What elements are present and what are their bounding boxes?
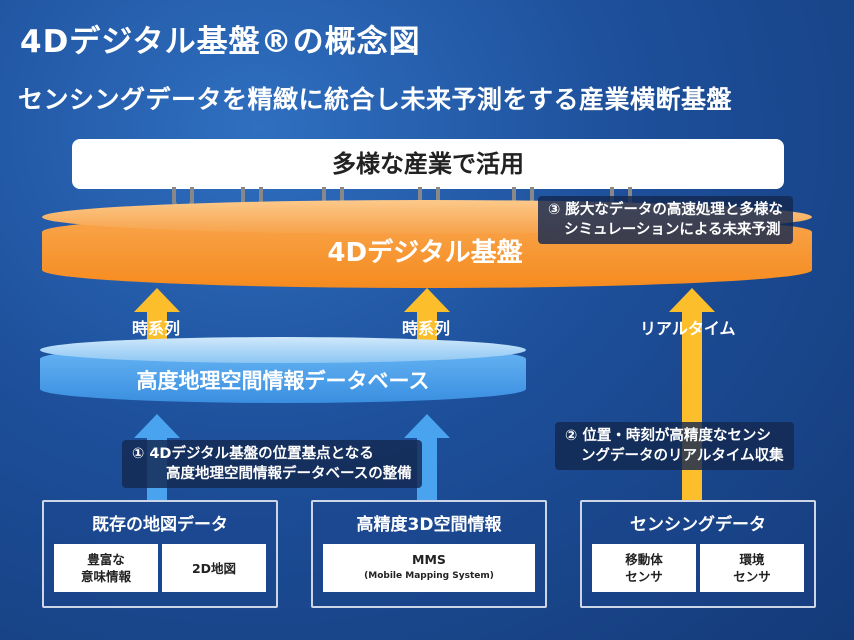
database-label: 高度地理空間情報データベース: [136, 369, 430, 393]
industry-usage-box: 多様な産業で活用: [72, 139, 784, 189]
note-line: ③ 膨大なデータの高速処理と多様な: [548, 202, 783, 218]
arrow-label-timeseries: 時系列: [132, 319, 181, 338]
platform-label: 4Dデジタル基盤: [327, 238, 523, 268]
note-line: ① 4Dデジタル基盤の位置基点となる: [132, 446, 374, 462]
note-line: ングデータのリアルタイム収集: [581, 448, 784, 464]
source-title: 既存の地図データ: [92, 515, 228, 535]
note-line: 高度地理空間情報データベースの整備: [166, 466, 412, 482]
cell-main: MMS: [412, 552, 446, 567]
arrow-up-icon: [404, 414, 450, 500]
arrow-label-timeseries: 時系列: [402, 319, 451, 338]
source-title: センシングデータ: [630, 515, 766, 535]
source-3d-spatial: 高精度3D空間情報 MMS (Mobile Mapping System): [311, 500, 547, 608]
arrow-up-icon: [134, 288, 180, 342]
note-database-maintenance: ① 4Dデジタル基盤の位置基点となる 高度地理空間情報データベースの整備: [122, 440, 422, 488]
page-subtitle: センシングデータを精緻に統合し未来予測をする産業横断基盤: [18, 85, 733, 114]
source-cell: 環境 センサ: [700, 544, 804, 592]
cell-sub: (Mobile Mapping System): [364, 571, 494, 581]
arrow-up-icon: [669, 288, 715, 500]
source-cell: 2D地図: [162, 544, 266, 592]
note-line: シミュレーションによる未来予測: [564, 222, 781, 238]
source-title: 高精度3D空間情報: [356, 515, 502, 535]
arrow-label-realtime: リアルタイム: [640, 319, 736, 338]
note-line: ② 位置・時刻が高精度なセンシ: [565, 428, 771, 444]
note-realtime-collection: ② 位置・時刻が高精度なセンシ ングデータのリアルタイム収集: [555, 422, 794, 470]
source-cell: 移動体 センサ: [592, 544, 696, 592]
arrow-up-icon: [404, 288, 450, 342]
source-existing-map: 既存の地図データ 豊富な 意味情報 2D地図: [42, 500, 278, 608]
source-sensing-data: センシングデータ 移動体 センサ 環境 センサ: [580, 500, 816, 608]
source-cell-mms: MMS (Mobile Mapping System): [323, 544, 535, 592]
note-future-prediction: ③ 膨大なデータの高速処理と多様な シミュレーションによる未来予測: [538, 196, 793, 244]
page-title: 4Dデジタル基盤®の概念図: [20, 24, 421, 60]
source-cell: 豊富な 意味情報: [54, 544, 158, 592]
database-cylinder-top: [40, 337, 526, 363]
